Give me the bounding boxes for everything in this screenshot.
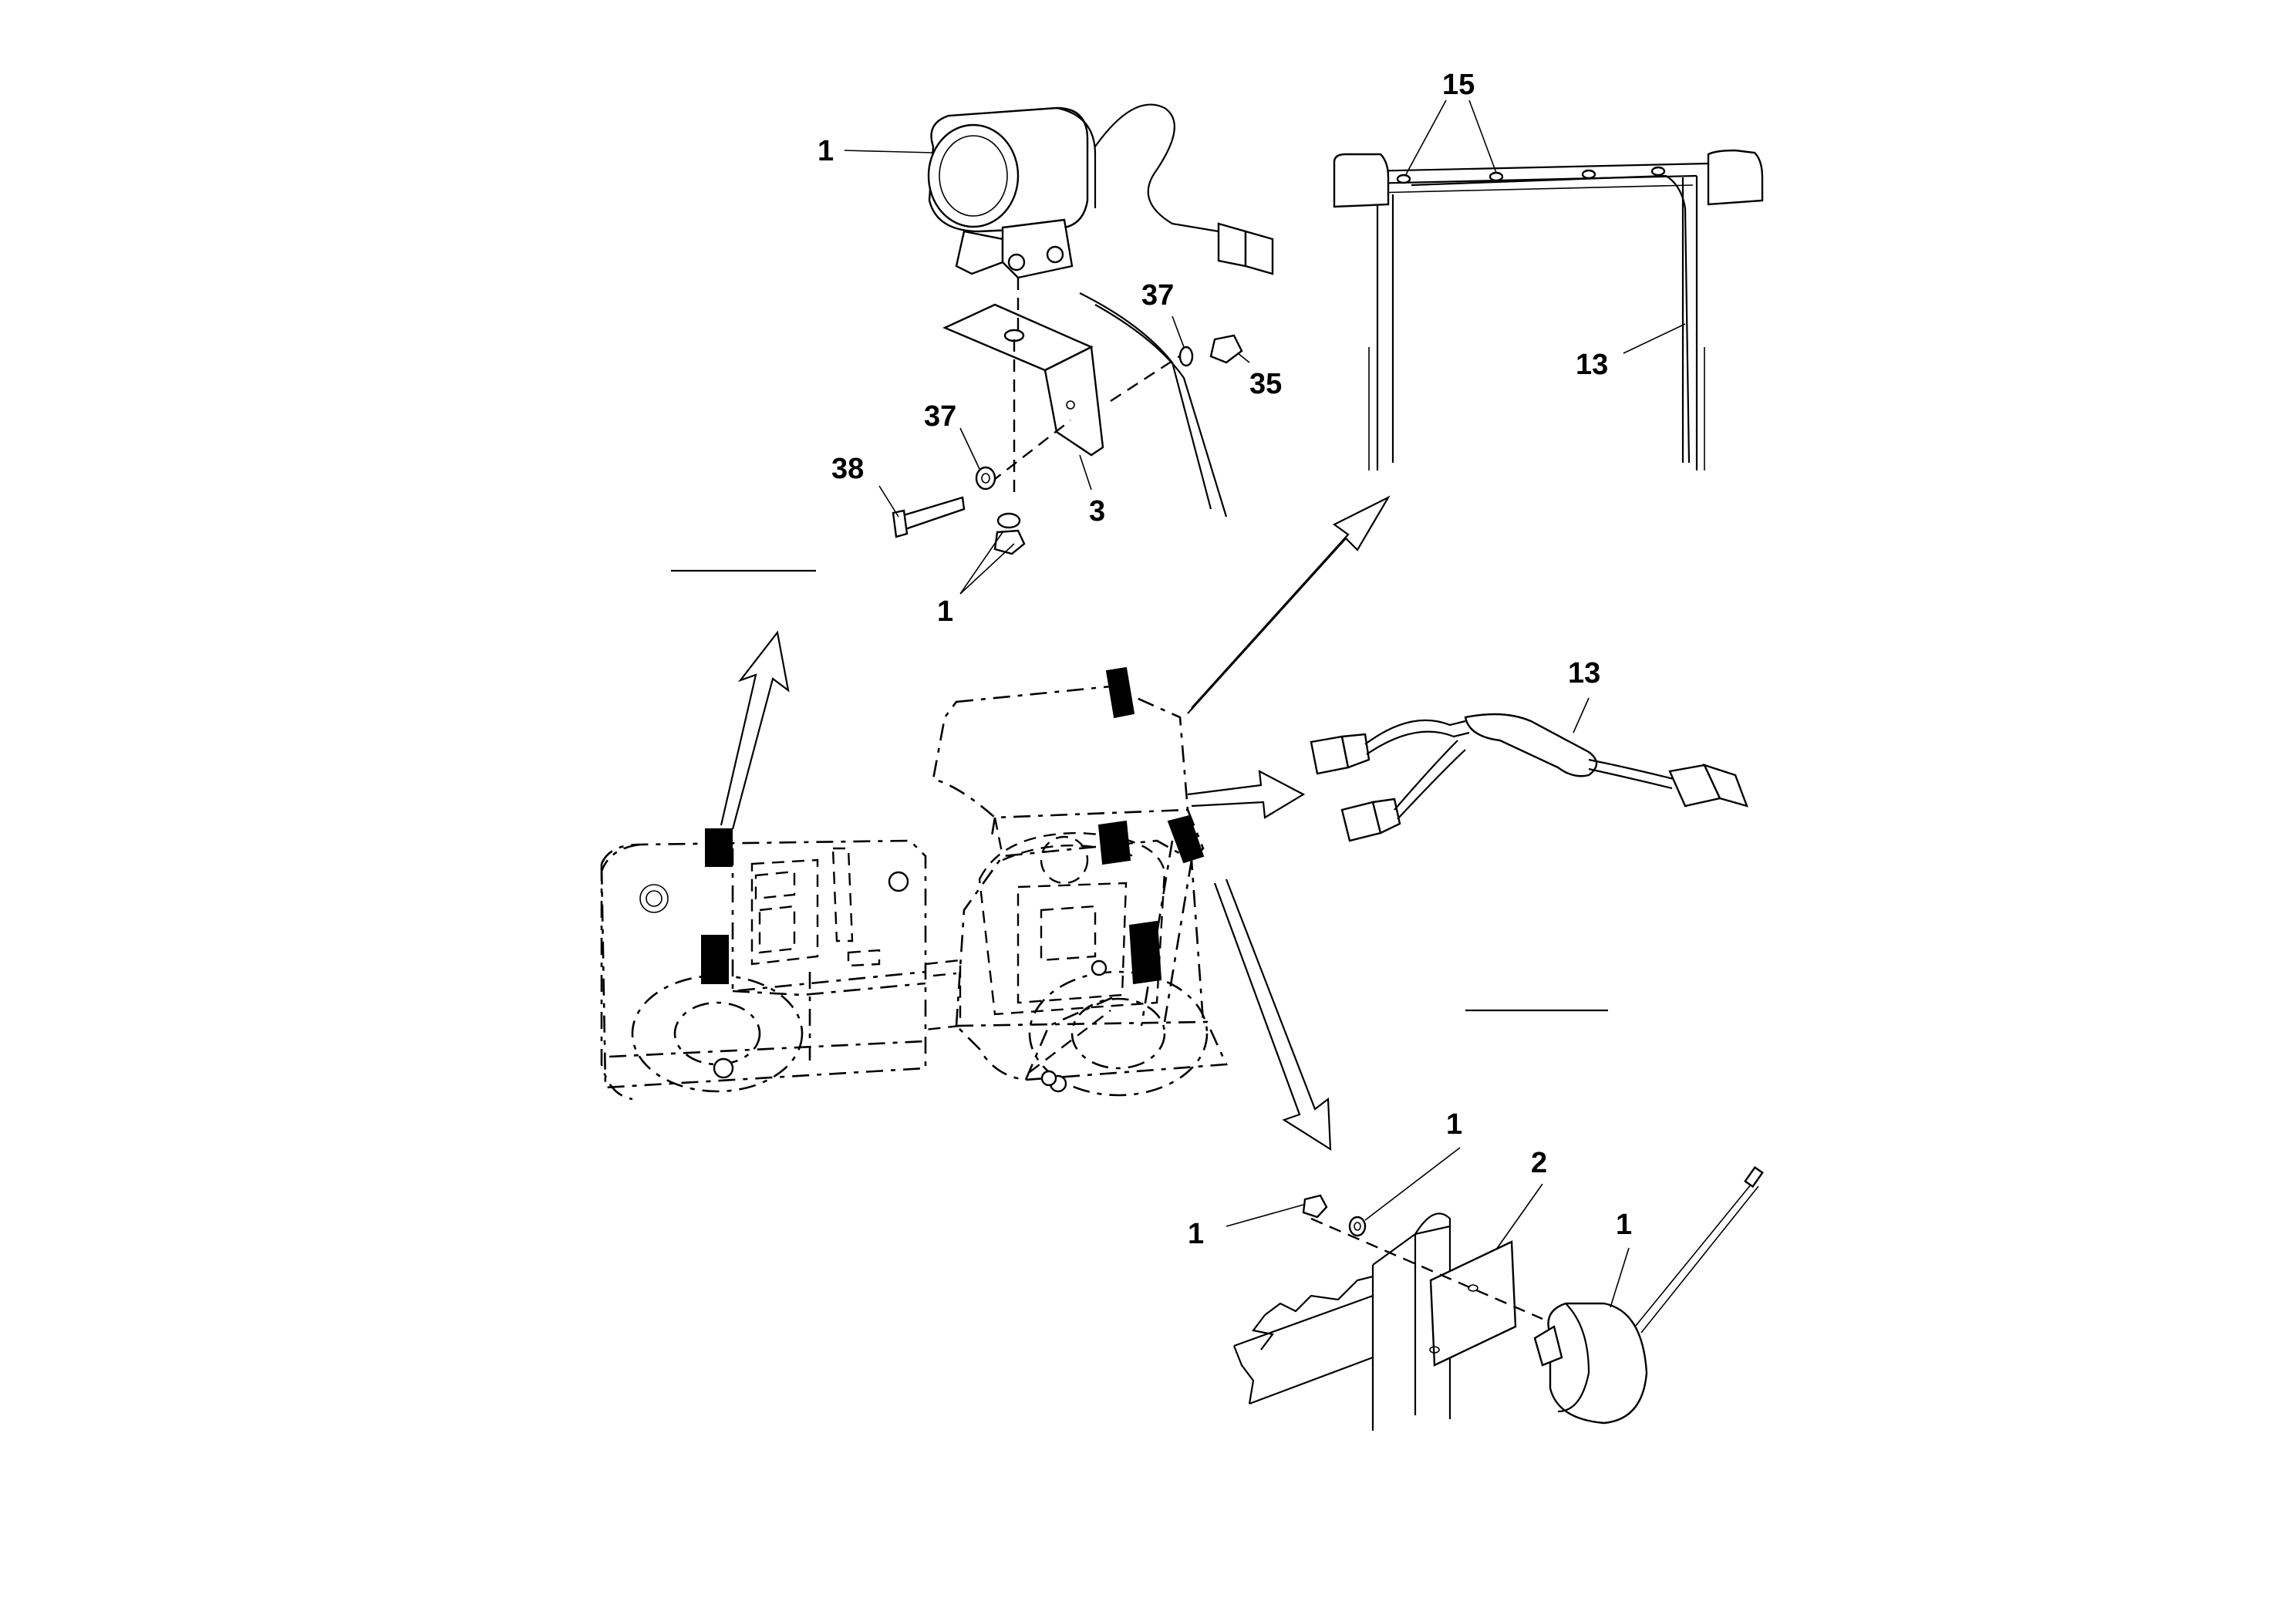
callout-bracket-3: 3 [1089,495,1105,528]
callout-nut-lower-1: 1 [937,595,953,628]
callout-bolt-38: 38 [831,453,864,485]
callout-rops-cable-13: 13 [1576,349,1608,381]
callout-work-light: 1 [818,135,834,167]
callout-washer-37-right: 37 [1141,279,1174,312]
callout-plate-2: 2 [1531,1147,1547,1179]
beacon-assembly [1226,1147,1764,1431]
roller-machine-overview [600,495,1391,1152]
callout-labels: 1 37 35 37 38 3 1 15 13 13 1 1 2 1 [818,69,1632,1250]
rops-frame-assembly [1333,99,1764,470]
callout-nut-35: 35 [1249,368,1282,400]
callout-washer-bottom-1: 1 [1446,1108,1462,1141]
work-light-assembly [671,103,1274,595]
wiring-harness-assembly [1310,697,1748,1012]
callout-harness-13: 13 [1568,657,1600,690]
callout-nut-bottom-1: 1 [1188,1218,1204,1250]
callout-rops-screws-15: 15 [1442,69,1475,101]
callout-beacon-1: 1 [1616,1209,1632,1241]
callout-washer-37-left: 37 [924,400,956,433]
